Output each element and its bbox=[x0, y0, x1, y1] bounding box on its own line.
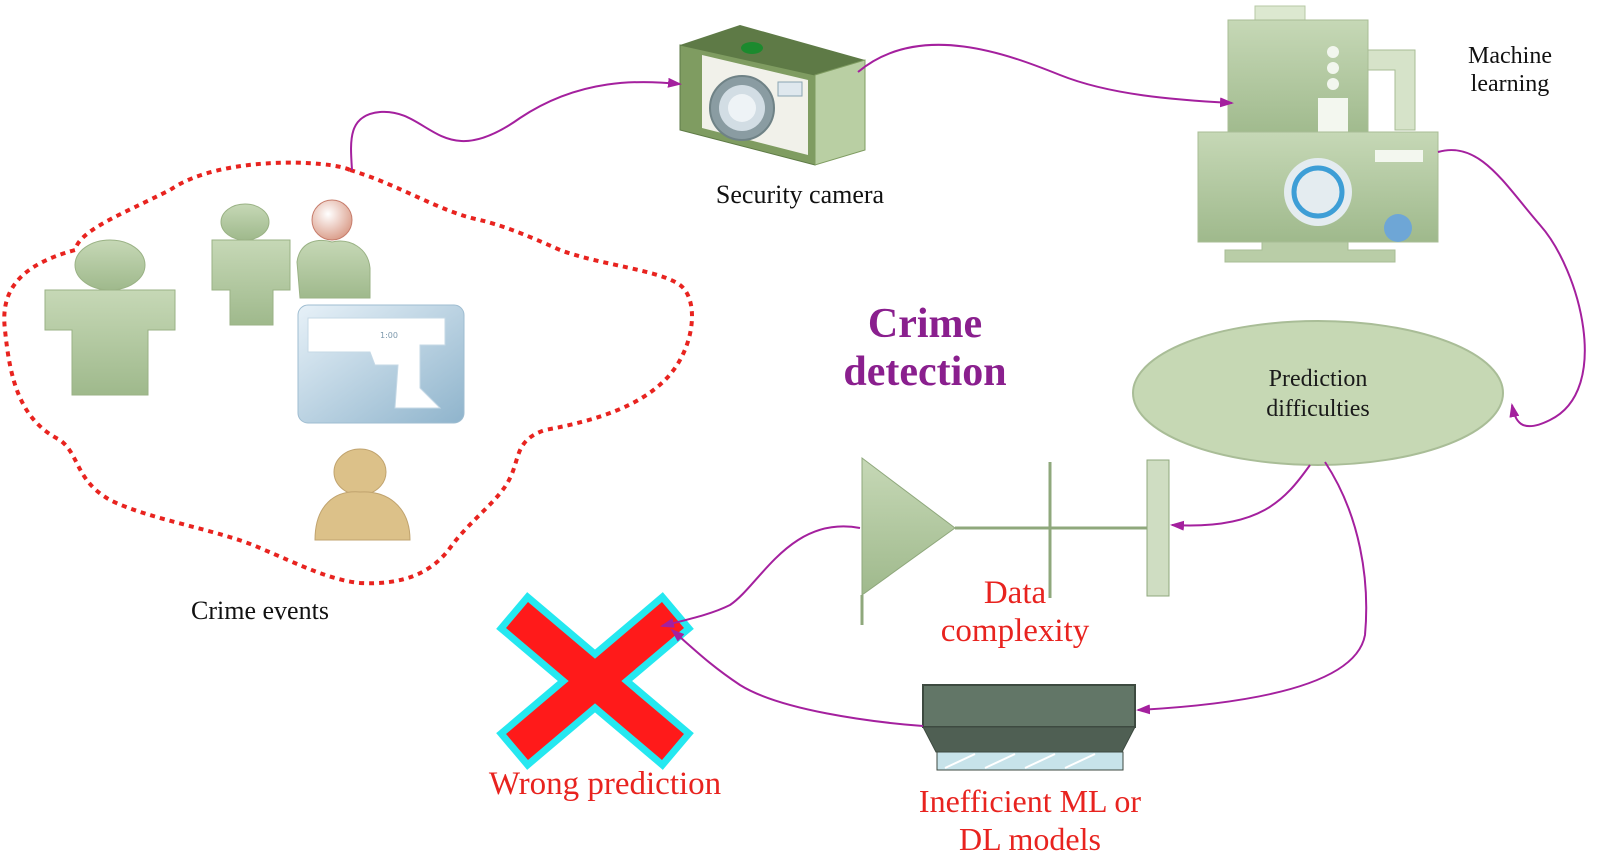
inefficient-models-label: Inefficient ML or DL models bbox=[865, 782, 1195, 858]
gun-icon: 1:00 bbox=[297, 304, 465, 424]
arrow-camera-to-ml bbox=[857, 43, 1234, 108]
person-icon bbox=[211, 203, 291, 326]
arrow-prediction-to-model bbox=[1136, 461, 1368, 715]
machine-icon bbox=[1197, 5, 1439, 263]
security-camera-label: Security camera bbox=[715, 180, 885, 209]
prediction-difficulties-line-2: difficulties bbox=[1266, 396, 1370, 422]
diagram-title: Crime detection bbox=[800, 300, 1050, 396]
crime-events-boundary bbox=[2, 160, 694, 586]
data-complexity-label: Data complexity bbox=[900, 574, 1130, 650]
crime-events-label: Crime events bbox=[191, 596, 329, 625]
arrow-events-to-camera bbox=[350, 77, 682, 171]
inefficient-models-line-1: Inefficient ML or bbox=[918, 783, 1142, 819]
machine-learning-line-2: learning bbox=[1470, 71, 1550, 97]
arrow-data-to-wrong bbox=[660, 525, 861, 628]
svg-text:1:00: 1:00 bbox=[380, 331, 398, 340]
prediction-difficulties-line-1: Prediction bbox=[1268, 366, 1368, 392]
diagram-title-text: Crime detection bbox=[843, 301, 1007, 395]
machine-learning-line-1: Machine bbox=[1468, 43, 1552, 69]
server-icon bbox=[922, 684, 1136, 771]
camera-icon bbox=[679, 25, 866, 166]
data-complexity-line-1: Data bbox=[983, 575, 1047, 611]
machine-learning-label: Machine learning bbox=[1450, 42, 1570, 98]
arrow-prediction-to-data bbox=[1170, 464, 1311, 531]
prediction-difficulties-label: Prediction difficulties bbox=[1218, 364, 1418, 424]
person-icon bbox=[314, 448, 411, 541]
person-icon bbox=[44, 239, 176, 396]
prediction-difficulties-node bbox=[1132, 320, 1504, 466]
wrong-prediction-label: Wrong prediction bbox=[488, 766, 722, 802]
antenna-icon bbox=[860, 456, 1170, 625]
data-complexity-line-2: complexity bbox=[940, 613, 1090, 649]
arrow-model-to-wrong bbox=[670, 628, 924, 727]
red-cross-icon bbox=[496, 592, 694, 770]
inefficient-models-line-2: DL models bbox=[959, 821, 1101, 857]
person-icon bbox=[296, 199, 371, 299]
arrow-ml-to-prediction bbox=[1437, 149, 1586, 428]
